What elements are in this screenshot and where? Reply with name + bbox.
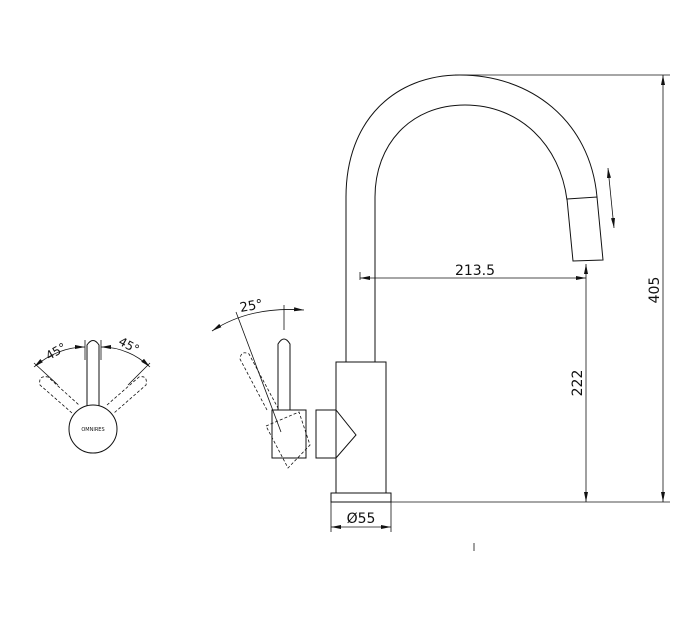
pull-out-arrow [607, 167, 615, 229]
handle-hub [315, 409, 357, 459]
logo: OMNIRES [81, 427, 104, 433]
lever-block [271, 409, 307, 459]
spout-outer [345, 74, 598, 362]
lever-left [39, 376, 80, 414]
lever-tilted [239, 352, 280, 411]
side-view: 25° [211, 74, 615, 503]
spray-head [566, 196, 604, 262]
rotation-right-label: 45° [116, 334, 141, 356]
spout-height-label: 222 [570, 370, 586, 397]
lever-right [106, 376, 147, 414]
base [330, 492, 392, 503]
spout-inner [374, 104, 568, 362]
total-height-label: 405 [647, 277, 663, 304]
rotation-left-label: 45° [43, 340, 68, 363]
body [335, 361, 387, 494]
base-diameter-label: Ø55 [347, 511, 376, 527]
top-view: OMNIRES 45° 45° [33, 334, 151, 454]
dimension-lines: 213.5 222 405 Ø55 [330, 74, 670, 551]
lever-center [86, 340, 100, 406]
lever-upright [277, 338, 291, 410]
reach-label: 213.5 [455, 263, 495, 279]
lever-tilt-label: 25° [239, 297, 264, 316]
